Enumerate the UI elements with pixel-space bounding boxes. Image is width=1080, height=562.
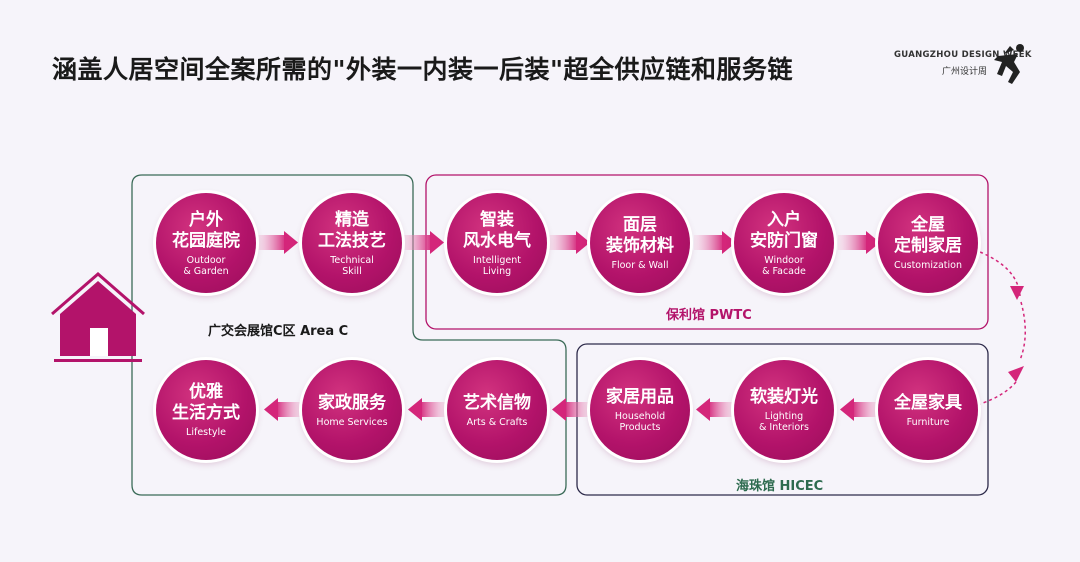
- node-en-line: Lifestyle: [186, 427, 226, 438]
- node-cn-label: 安防门窗: [750, 230, 818, 251]
- flow-node-6: 全屋定制家居 Customization: [878, 193, 978, 293]
- node-cn-label: 全屋家具: [894, 392, 962, 413]
- logo-text-en: GUANGZHOU DESIGN WEEK: [894, 50, 1032, 60]
- arrow-right-4: [694, 231, 736, 254]
- node-cn-label: 全屋: [911, 215, 945, 235]
- node-en-line: Windoor: [764, 254, 804, 266]
- zone-label-hicec: 海珠馆 HICEC: [736, 479, 824, 494]
- arrow-right-2: [402, 231, 444, 254]
- arrow-left-4: [408, 398, 448, 421]
- node-cn-label: 优雅: [189, 382, 223, 402]
- node-cn-label: 风水电气: [463, 230, 531, 251]
- node-en-label: Lifestyle: [186, 427, 226, 438]
- node-en-line: & Facade: [762, 265, 806, 277]
- node-cn-label: 面层: [623, 215, 657, 235]
- node-en-line: Floor & Wall: [611, 260, 669, 271]
- dashed-connector-bottom: [979, 381, 1017, 405]
- node-en-line: Products: [619, 422, 661, 433]
- arrow-right-1: [256, 231, 298, 254]
- node-cn-label: 花园庭院: [172, 230, 240, 251]
- node-cn-label: 家居用品: [606, 387, 674, 407]
- connector-head-1: [1010, 286, 1024, 300]
- node-en-label: Arts & Crafts: [467, 417, 528, 428]
- arrow-left-3: [552, 398, 592, 421]
- flow-node-5: 入户安防门窗 Windoor& Facade: [734, 193, 834, 293]
- node-cn-label: 装饰材料: [606, 236, 674, 256]
- node-en-line: Intelligent: [473, 254, 521, 266]
- node-en-label: Home Services: [316, 417, 387, 428]
- flow-node-12: 优雅生活方式 Lifestyle: [156, 360, 256, 460]
- node-en-line: Skill: [342, 265, 362, 277]
- node-cn-label: 工法技艺: [318, 230, 386, 251]
- node-en-label: Customization: [894, 260, 962, 271]
- node-cn-label: 艺术信物: [463, 392, 531, 413]
- flow-node-10: 艺术信物 Arts & Crafts: [447, 360, 547, 460]
- node-en-line: Household: [614, 411, 666, 422]
- node-en-line: Furniture: [906, 416, 950, 428]
- arrow-left-2: [696, 398, 736, 421]
- node-en-line: Home Services: [316, 416, 388, 428]
- node-en-label: Outdoor& Garden: [183, 255, 228, 277]
- arrow-right-3: [548, 231, 590, 254]
- page-title: 涵盖人居空间全案所需的"外装一内装一后装"超全供应链和服务链: [52, 55, 794, 84]
- arrow-right-5: [838, 231, 880, 254]
- arrow-left-5: [264, 398, 304, 421]
- node-cn-label: 软装灯光: [750, 387, 818, 407]
- runner-logo-icon: [994, 44, 1024, 84]
- dashed-connector-top: [979, 251, 1021, 297]
- node-en-line: Arts & Crafts: [466, 416, 528, 428]
- node-cn-label: 生活方式: [172, 403, 240, 423]
- zone-label-area-c: 广交会展馆C区 Area C: [208, 324, 349, 339]
- flow-node-7: 全屋家具 Furniture: [878, 360, 978, 460]
- house-icon: [51, 272, 145, 362]
- flow-node-4: 面层装饰材料 Floor & Wall: [590, 193, 690, 293]
- connector-head-2: [1008, 366, 1024, 382]
- node-cn-label: 户外: [189, 209, 223, 230]
- arrow-left-1: [840, 398, 880, 421]
- node-en-line: Technical: [330, 254, 374, 266]
- node-en-label: Furniture: [907, 417, 950, 428]
- node-en-line: & Interiors: [758, 422, 810, 433]
- guangzhou-design-week-logo: GUANGZHOU DESIGN WEEK 广州设计周: [868, 42, 1038, 86]
- node-en-line: Customization: [893, 260, 963, 271]
- flow-node-11: 家政服务 Home Services: [302, 360, 402, 460]
- logo-text-cn: 广州设计周: [942, 67, 988, 77]
- node-cn-label: 精造: [335, 209, 369, 230]
- node-cn-label: 家政服务: [318, 392, 386, 413]
- flow-node-8: 软装灯光 Lighting& Interiors: [734, 360, 834, 460]
- node-en-line: Living: [482, 265, 512, 277]
- node-cn-label: 智装: [480, 209, 514, 230]
- node-en-line: Lighting: [764, 411, 804, 422]
- node-en-line: & Garden: [183, 265, 229, 277]
- node-cn-label: 定制家居: [894, 236, 962, 256]
- node-en-label: Floor & Wall: [612, 260, 669, 271]
- dashed-connector-mid: [1019, 301, 1026, 361]
- node-en-line: Outdoor: [186, 254, 226, 266]
- node-cn-label: 入户: [767, 209, 801, 230]
- flow-node-1: 户外花园庭院 Outdoor& Garden: [156, 193, 256, 293]
- node-en-label: Windoor& Facade: [762, 255, 806, 277]
- zone-label-pwtc: 保利馆 PWTC: [666, 308, 752, 323]
- node-en-label: Lighting& Interiors: [759, 411, 809, 433]
